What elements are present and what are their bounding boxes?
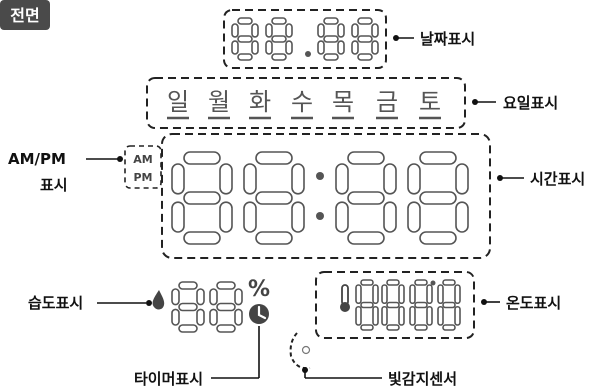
temperature-display-box (315, 271, 475, 339)
am-indicator: AM (133, 153, 152, 166)
weekday-thu: 목 (332, 88, 354, 116)
front-badge-label: 전면 (10, 6, 39, 25)
thermometer-icon (340, 284, 350, 312)
date-digit (351, 17, 379, 61)
weekday-mon: 월 (208, 88, 230, 116)
time-colon-bottom (316, 212, 324, 220)
weekday-display-box (146, 77, 466, 129)
ampm-label-line1: AM/PM (8, 150, 66, 168)
weekday-label: 요일표시 (503, 94, 558, 112)
clock-icon (249, 304, 269, 324)
humidity-label: 습도표시 (28, 294, 83, 312)
pm-indicator: PM (133, 171, 152, 184)
degree-dot (430, 280, 436, 286)
temperature-label: 온도표시 (506, 294, 561, 312)
ampm-lead-dot (117, 156, 123, 162)
droplet-icon (152, 290, 165, 310)
date-digits (231, 17, 379, 61)
time-digit (171, 151, 233, 245)
light-sensor-box (289, 332, 311, 370)
temperature-digit (381, 279, 405, 331)
weekday-fri: 금 (376, 88, 398, 116)
date-dot (305, 51, 311, 57)
weekday-sat: 토 (419, 88, 441, 116)
humidity-digit (171, 281, 205, 333)
weekday-row: 일 월 화 수 목 금 토 (167, 88, 441, 116)
humidity-digit (209, 281, 243, 333)
temperature-digit (437, 279, 461, 331)
weekday-sun: 일 (167, 88, 189, 116)
light-sensor-label: 빛감지센서 (388, 370, 457, 386)
time-digit (243, 151, 305, 245)
percent-sign: % (248, 277, 270, 302)
time-digits (171, 151, 469, 245)
humidity-digits (171, 281, 243, 333)
time-label: 시간표시 (530, 170, 585, 188)
date-digit (231, 17, 259, 61)
time-digit (335, 151, 397, 245)
date-digit (317, 17, 345, 61)
date-label: 날짜표시 (420, 30, 475, 48)
temperature-digit (355, 279, 379, 331)
front-badge: 전면 (0, 0, 50, 30)
timer-label: 타이머표시 (134, 370, 203, 386)
light-sensor-icon (301, 345, 311, 355)
date-digit (265, 17, 293, 61)
date-display-box (223, 9, 387, 69)
weekday-tue: 화 (249, 88, 271, 116)
temperature-digits (355, 279, 461, 331)
humidity-lead-dot (146, 300, 152, 306)
time-colon-top (316, 172, 324, 180)
time-digit (407, 151, 469, 245)
temperature-digit (409, 279, 433, 331)
weekday-wed: 수 (291, 88, 313, 116)
ampm-label-line2: 표시 (40, 176, 68, 194)
